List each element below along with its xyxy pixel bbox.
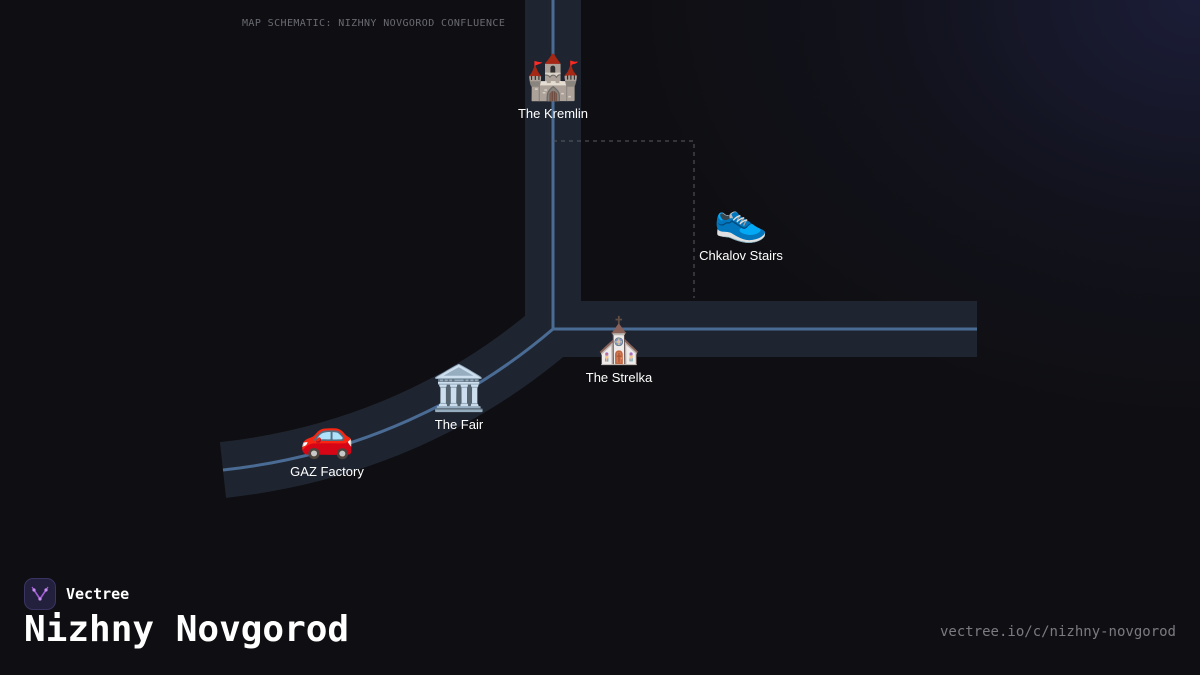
poi-kremlin[interactable]: 🏰 The Kremlin xyxy=(473,52,633,121)
poi-label: The Kremlin xyxy=(517,106,589,121)
poi-strelka[interactable]: ⛪ The Strelka xyxy=(539,316,699,385)
car-icon: 🚗 xyxy=(299,410,355,461)
brand-name: Vectree xyxy=(66,585,130,603)
sneaker-icon: 👟 xyxy=(713,194,769,245)
poi-label: Chkalov Stairs xyxy=(699,248,783,263)
brand[interactable]: Vectree xyxy=(24,577,129,611)
poi-fair[interactable]: 🏛️ The Fair xyxy=(379,363,539,432)
route-southwest xyxy=(222,327,554,472)
castle-icon: 🏰 xyxy=(525,52,581,103)
poi-label: The Strelka xyxy=(585,370,653,385)
page-url[interactable]: vectree.io/c/nizhny-novgorod xyxy=(939,624,1176,640)
church-icon: ⛪ xyxy=(591,316,647,367)
poi-label: The Fair xyxy=(434,417,484,432)
vectree-logo-icon xyxy=(24,578,56,610)
classical-building-icon: 🏛️ xyxy=(431,363,487,414)
poi-label: GAZ Factory xyxy=(290,464,364,479)
map-caption: MAP SCHEMATIC: NIZHNY NOVGOROD CONFLUENC… xyxy=(242,18,506,29)
city-title: Nizhny Novgorod xyxy=(24,609,350,650)
poi-gaz-factory[interactable]: 🚗 GAZ Factory xyxy=(247,410,407,479)
poi-chkalov-stairs[interactable]: 👟 Chkalov Stairs xyxy=(661,194,821,263)
